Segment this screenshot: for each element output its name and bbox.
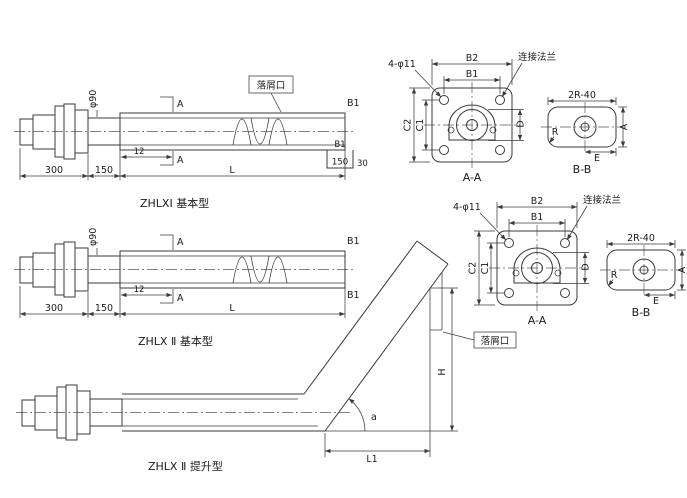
- section-view-aa-2: B2 B1 C2 C1 D 4-φ11 连接法兰 A-A: [453, 194, 621, 327]
- note-bolt-holes: 4-φ11: [388, 59, 416, 70]
- dim-label-H: H: [437, 368, 448, 375]
- dim-label-d: D: [581, 263, 592, 270]
- section-mark-a-top-1: A: [177, 99, 184, 110]
- aa2-geometry: [474, 202, 589, 311]
- label-phi90-1: φ90: [88, 90, 99, 108]
- aa1-geometry: [409, 59, 524, 168]
- section-mark-a-top-2: A: [177, 237, 184, 248]
- section-mark-a-bottom-2: A: [177, 293, 184, 304]
- spout-label-150: 150: [332, 158, 348, 168]
- note-flange: 连接法兰: [518, 51, 556, 63]
- view-zhlx1: 落屑口 B1 A A 12 B1 150 30 φ90 300 150 L ZH…: [14, 75, 368, 210]
- dim-label-a: A: [677, 266, 687, 273]
- caption-bb: B-B: [573, 163, 592, 176]
- view-title-zhlx1: ZHLXI 基本型: [140, 196, 209, 210]
- screw-spiral: [232, 117, 288, 146]
- section-view-bb-1: 2R-40 R E A B-B: [541, 90, 630, 176]
- bb2-geometry: [600, 240, 686, 299]
- dim-label-e: E: [594, 153, 600, 164]
- spout-label-b1: B1: [334, 140, 345, 150]
- dim-label-2r40: 2R-40: [627, 233, 655, 244]
- label-b1-top-2: B1: [347, 236, 360, 247]
- view-title-zhlx2-lift: ZHLX Ⅱ 提升型: [148, 459, 223, 473]
- dim-label-b1: B1: [531, 212, 544, 223]
- dim-label-c2: C2: [468, 262, 479, 275]
- dim-label-d: D: [516, 120, 527, 127]
- caption-bb: B-B: [632, 306, 651, 319]
- dim-label-b2: B2: [466, 53, 479, 64]
- dim-label-L-2: L: [229, 303, 235, 314]
- bb1-geometry: [541, 97, 627, 156]
- dim-label-b1: B1: [466, 69, 479, 80]
- dim-label-300-2: 300: [45, 303, 63, 314]
- discharge-spout: [326, 150, 354, 169]
- section-view-aa-1: B2 B1 C2 C1 D 4-φ11 连接法兰 A-A: [388, 51, 556, 184]
- label-b1-bottom-2: B1: [347, 290, 360, 301]
- dim-label-c1: C1: [415, 119, 426, 132]
- view-title-zhlx2-basic: ZHLX Ⅱ 基本型: [138, 334, 213, 348]
- dim-label-150-2: 150: [95, 303, 113, 314]
- dim-label-L-1: L: [229, 165, 235, 176]
- dim-label-150-1: 150: [95, 165, 113, 176]
- label-b1-end-1: B1: [347, 98, 360, 109]
- dim-label-L1: L1: [366, 454, 377, 465]
- label-chip-port-1: 落屑口: [257, 80, 286, 92]
- dim-label-12-2: 12: [134, 285, 145, 295]
- dim-label-2r40: 2R-40: [568, 90, 596, 101]
- dim-label-c1: C1: [480, 262, 491, 275]
- dim-label-b2: B2: [531, 196, 544, 207]
- note-bolt-holes: 4-φ11: [453, 202, 481, 213]
- label-chip-port-lift: 落屑口: [481, 335, 510, 347]
- lift-geometry: [16, 240, 517, 457]
- dim-label-e: E: [653, 296, 659, 307]
- view-zhlx2-basic: B1 B1 A A 12 φ90 300 150 L ZHLX Ⅱ 基本型: [14, 228, 360, 348]
- dim-label-12-1: 12: [134, 147, 145, 157]
- zhlx1-geometry: [14, 75, 356, 180]
- note-flange: 连接法兰: [583, 194, 621, 206]
- section-mark-a-bottom-1: A: [177, 155, 184, 166]
- dim-label-300-1: 300: [45, 165, 63, 176]
- caption-aa: A-A: [463, 171, 482, 184]
- label-phi90-2: φ90: [88, 228, 99, 246]
- angle-label-a: a: [371, 412, 377, 423]
- dim-label-a: A: [619, 123, 630, 130]
- dim-label-c2: C2: [403, 119, 414, 132]
- dim-label-r: R: [611, 270, 618, 281]
- view-zhlx2-lift: 落屑口 H a L1 ZHLX Ⅱ 提升型: [16, 240, 517, 473]
- section-view-bb-2: 2R-40 R E A B-B: [600, 233, 687, 319]
- caption-aa: A-A: [528, 314, 547, 327]
- dim-label-30: 30: [357, 159, 368, 169]
- screw-spiral: [232, 255, 288, 284]
- zhlx2-geometry: [14, 234, 356, 318]
- dim-label-r: R: [552, 127, 559, 138]
